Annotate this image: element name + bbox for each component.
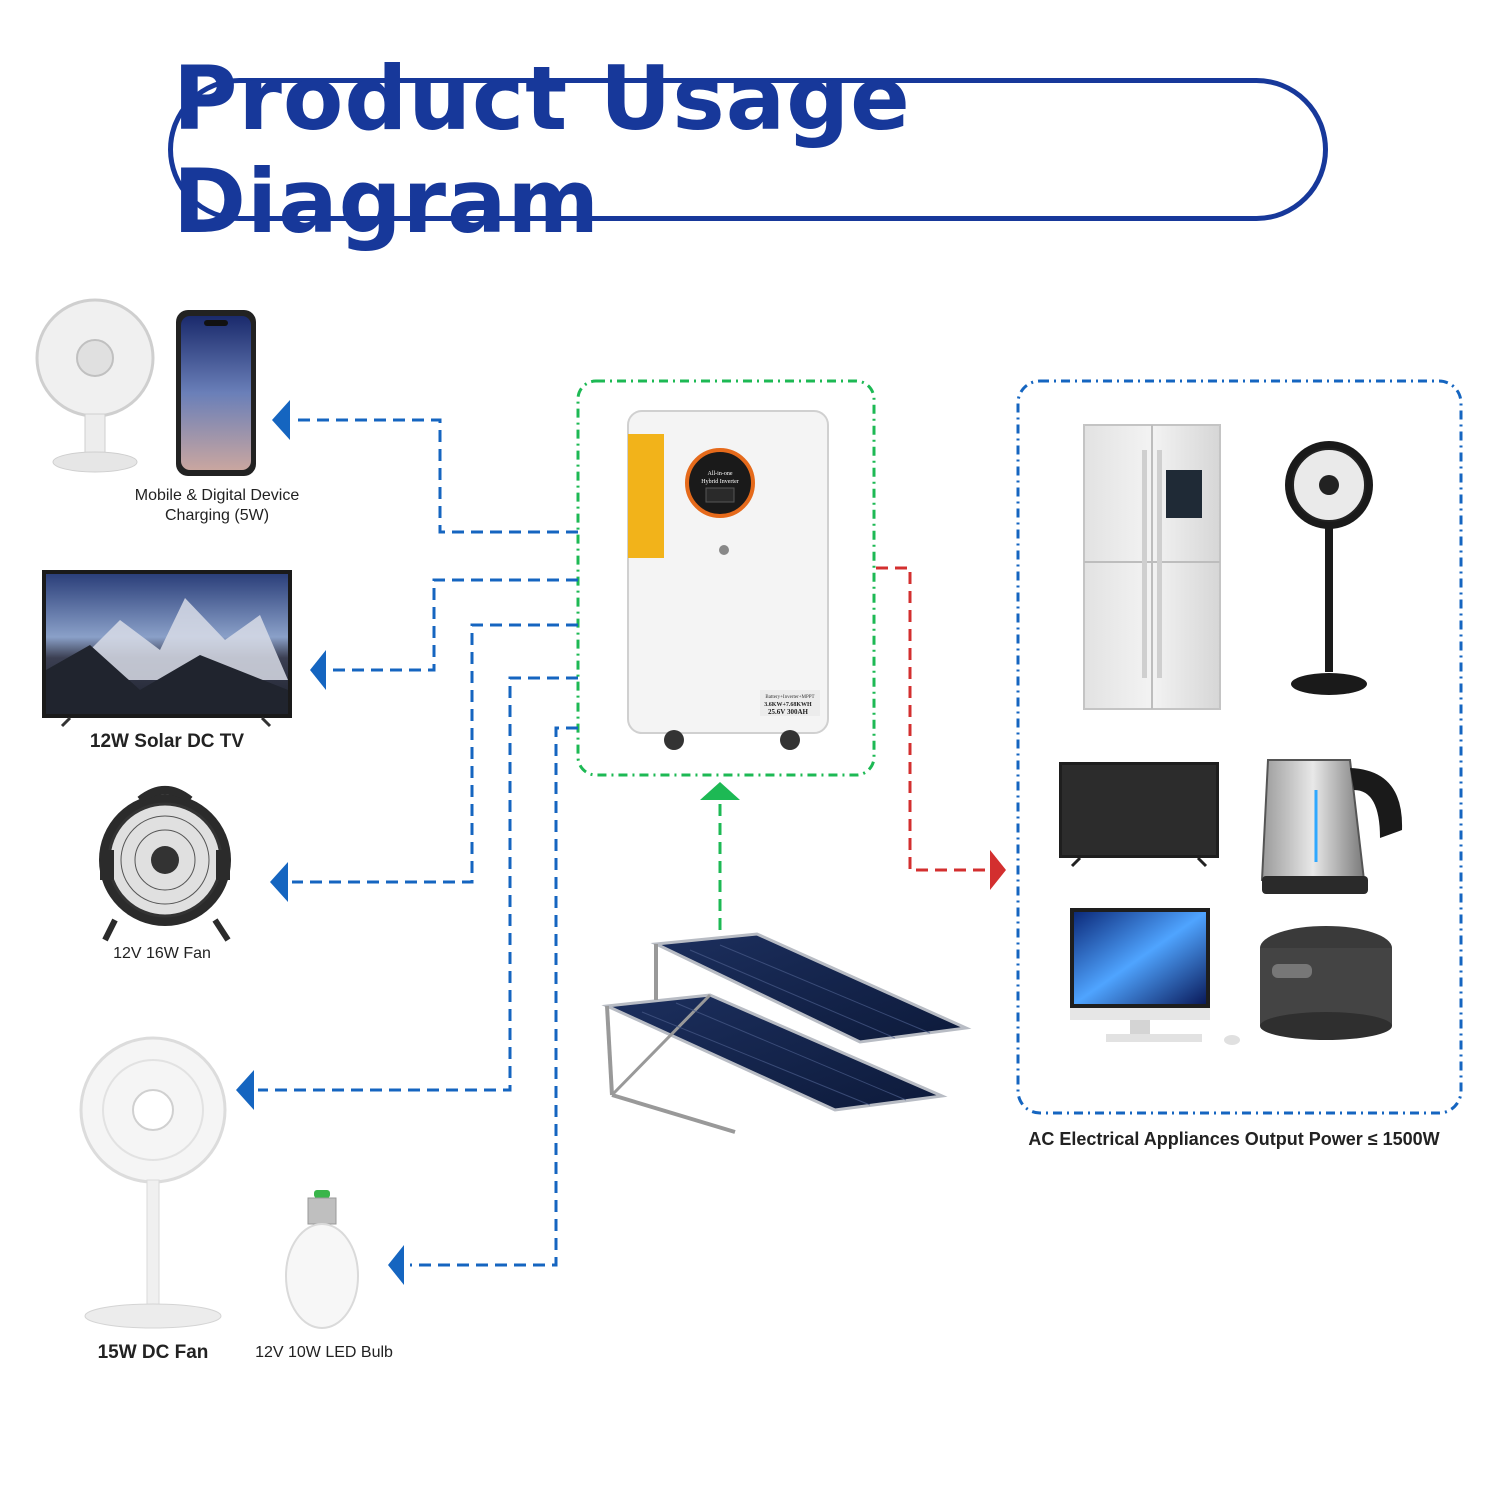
unit-spec-line1: Battery+Inverter+MPPT xyxy=(765,695,814,700)
label-mobile-charging: Mobile & Digital Device Charging (5W) xyxy=(117,486,317,526)
solar-panels-image xyxy=(601,932,972,1134)
unit-spec-line3: 25.6V 300AH xyxy=(768,708,808,716)
wheel-right-icon xyxy=(780,730,800,750)
arrow-mobile xyxy=(272,400,290,440)
ac-tv-image xyxy=(1059,762,1219,868)
kettle-image xyxy=(1260,759,1403,894)
desktop-monitor-image xyxy=(1070,908,1240,1045)
led-bulb-image xyxy=(285,1190,359,1329)
label-dc-tv: 12W Solar DC TV xyxy=(89,731,245,752)
arrow-dc-fan xyxy=(236,1070,254,1110)
label-fan-16w: 12V 16W Fan xyxy=(113,945,211,962)
ac-appliances-box xyxy=(1016,379,1463,1115)
label-ac-output: AC Electrical Appliances Output Power ≤ … xyxy=(1028,1129,1440,1149)
unit-display-line1: All-in-one xyxy=(708,471,733,477)
box-fan-image xyxy=(99,786,231,942)
label-mobile-line1: Mobile & Digital Device xyxy=(134,487,300,504)
power-button-icon xyxy=(719,545,729,555)
stand-fan-image xyxy=(79,1036,227,1329)
unit-yellow-panel xyxy=(628,434,664,558)
hybrid-inverter-unit xyxy=(627,410,829,750)
page-title: Product Usage Diagram xyxy=(173,46,911,253)
dc-tv-image xyxy=(42,570,292,728)
arrow-solar xyxy=(700,782,740,800)
arrow-tv xyxy=(310,650,326,690)
inverter-display xyxy=(685,448,755,518)
label-led-bulb: 12V 10W LED Bulb xyxy=(255,1344,393,1361)
unit-display-line2: Hybrid Inverter xyxy=(701,479,739,485)
dc-connector-lines xyxy=(258,418,578,1267)
arrow-led-bulb xyxy=(388,1245,404,1285)
rice-cooker-image xyxy=(1260,926,1392,1040)
label-dc-fan: 15W DC Fan xyxy=(97,1342,209,1363)
refrigerator-image xyxy=(1083,424,1221,710)
unit-spec-line2: 3.6KW+7.68KWH xyxy=(764,702,812,708)
arrow-fan-16w xyxy=(270,862,288,902)
dc-arrowheads xyxy=(236,400,404,1285)
ac-connector-line xyxy=(876,566,990,872)
central-unit-box xyxy=(576,379,876,777)
wheel-left-icon xyxy=(664,730,684,750)
title-banner: Product Usage Diagram xyxy=(168,47,1328,253)
arrow-ac xyxy=(990,850,1006,890)
label-mobile-line2: Charging (5W) xyxy=(164,507,270,524)
desk-fan-image xyxy=(35,298,155,473)
smartphone-image xyxy=(176,310,256,476)
pedestal-fan-image xyxy=(1285,441,1373,695)
